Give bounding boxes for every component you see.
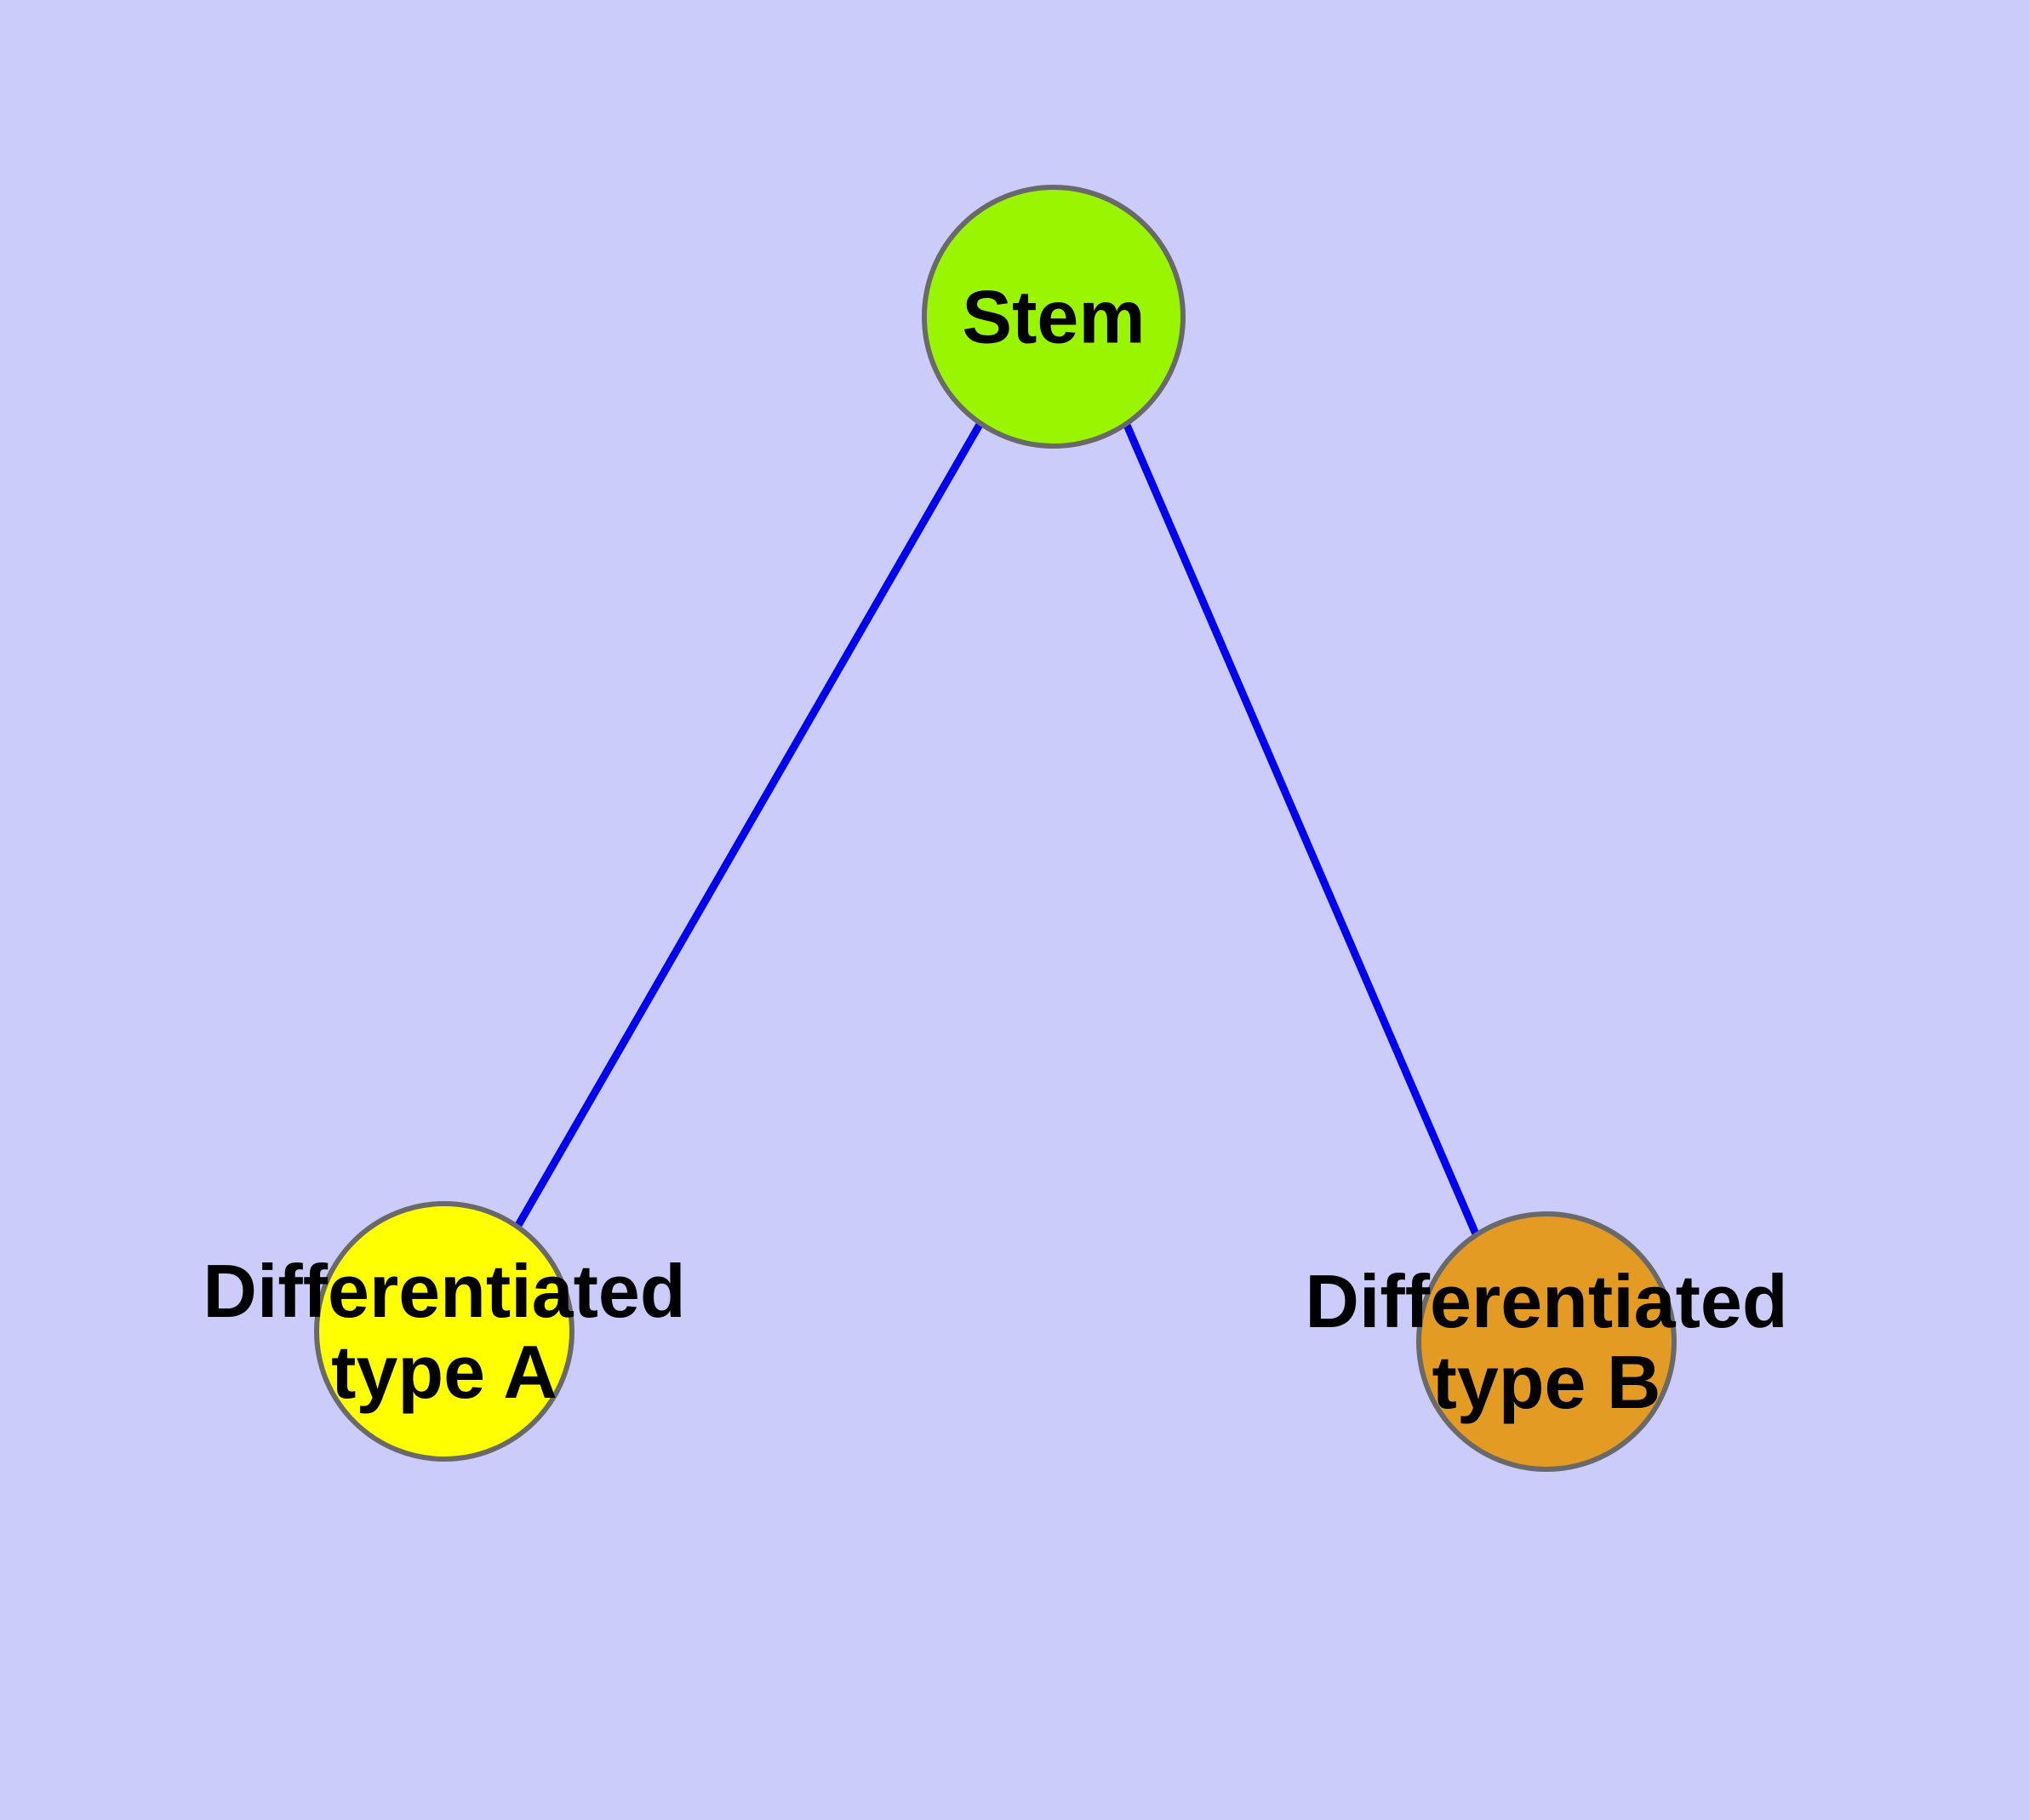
node-layer [314,185,1677,1472]
graph-node-stem[interactable] [922,185,1186,449]
graph-node-diff-a[interactable] [314,1201,574,1462]
graph-edge-stem-to-a[interactable] [514,421,984,1229]
graph-node-diff-b[interactable] [1416,1211,1677,1472]
graph-edge-stem-to-b[interactable] [1122,421,1481,1238]
edge-layer [514,421,1481,1238]
